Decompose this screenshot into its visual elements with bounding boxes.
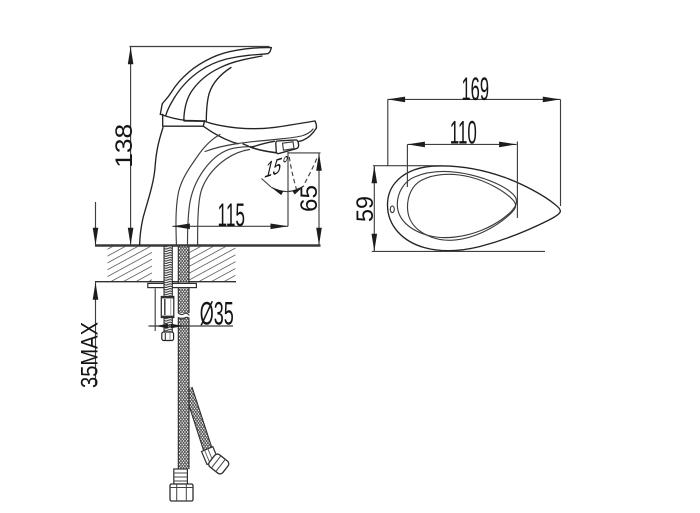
svg-text:Ø35: Ø35	[200, 295, 234, 331]
svg-text:115: 115	[218, 197, 246, 233]
svg-text:65: 65	[296, 185, 322, 212]
svg-text:59: 59	[352, 196, 378, 222]
svg-text:138: 138	[111, 124, 137, 168]
svg-text:35MAX: 35MAX	[76, 322, 102, 388]
svg-text:169: 169	[462, 71, 490, 107]
svg-text:110: 110	[450, 114, 477, 150]
